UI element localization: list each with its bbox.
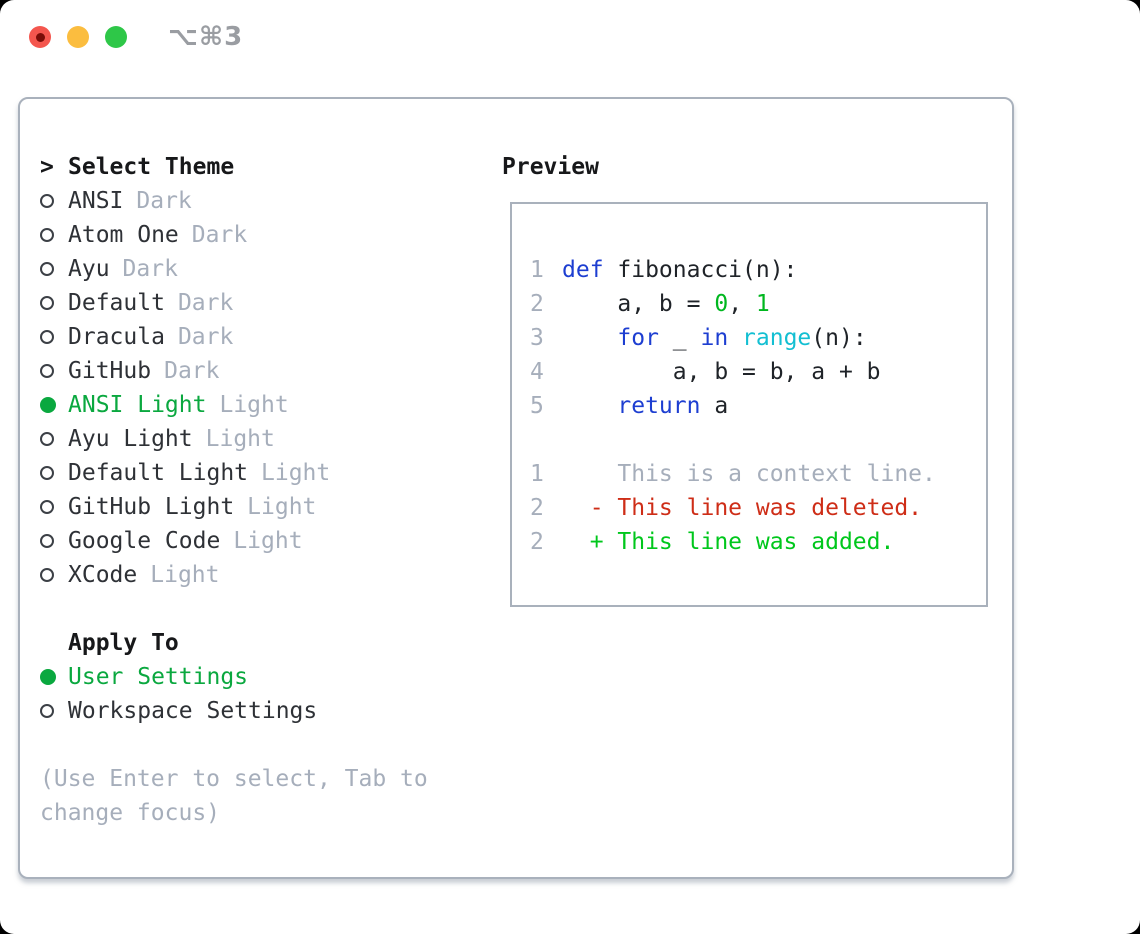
radio-icon [40,466,54,480]
code-line: 2 a, b = 0, 1 [530,287,986,321]
select-theme-heading: > Select Theme [40,150,480,184]
option-variant-badge: Dark [191,222,248,248]
line-number: 2 [530,291,544,317]
code-line: 2 - This line was deleted. [530,491,986,525]
theme-option-ansi-light[interactable]: ANSI Light Light [40,388,480,422]
code-line: 3 for _ in range(n): [530,321,986,355]
option-label: Ayu [68,256,110,282]
theme-option-dracula[interactable]: Dracula Dark [40,320,480,354]
theme-option-xcode[interactable]: XCode Light [40,558,480,592]
radio-icon [40,364,54,378]
option-label: GitHub [68,358,152,384]
option-label: Default [68,290,165,316]
option-label: ANSI [68,188,124,214]
spacer-row [40,728,480,762]
radio-selected-icon [40,397,56,413]
select-theme-title: Select Theme [68,154,235,180]
traffic-lights [29,26,127,48]
hint-text: (Use Enter to select, Tab to change focu… [40,766,428,826]
radio-selected-icon [40,669,56,685]
zoom-button[interactable] [105,26,127,48]
theme-option-github[interactable]: GitHub Dark [40,354,480,388]
spacer-row [40,592,480,626]
option-variant-badge: Dark [122,256,178,282]
focus-caret-icon: > [40,154,54,180]
option-variant-badge: Light [233,528,303,554]
option-label: Ayu Light [68,426,193,452]
radio-icon [40,262,54,276]
option-label: Google Code [68,528,221,554]
radio-icon [40,194,54,208]
theme-option-default[interactable]: Default Dark [40,286,480,320]
option-variant-badge: Dark [136,188,192,214]
line-number: 4 [530,359,544,385]
option-variant-badge: Light [247,494,317,520]
code-line: 5 return a [530,389,986,423]
radio-icon [40,296,54,310]
apply-to-heading: Apply To [40,626,480,660]
code-line: 2 + This line was added. [530,525,986,559]
option-variant-badge: Light [261,460,331,486]
option-variant-badge: Light [205,426,275,452]
option-label: Atom One [68,222,179,248]
theme-option-ansi[interactable]: ANSI Dark [40,184,480,218]
apply-option-workspace-settings[interactable]: Workspace Settings [40,694,480,728]
theme-option-ayu[interactable]: Ayu Dark [40,252,480,286]
option-label: Workspace Settings [68,698,318,724]
option-variant-badge: Light [219,392,289,418]
apply-to-title: Apply To [68,630,179,656]
option-label: Default Light [68,460,249,486]
option-label: GitHub Light [68,494,235,520]
line-number: 2 [530,529,544,555]
radio-icon [40,704,54,718]
theme-option-default-light[interactable]: Default Light Light [40,456,480,490]
apply-option-user-settings[interactable]: User Settings [40,660,480,694]
code-line [530,423,986,457]
option-variant-badge: Dark [164,358,220,384]
radio-icon [40,432,54,446]
line-number: 1 [530,461,544,487]
option-label: XCode [68,562,138,588]
theme-option-google-code[interactable]: Google Code Light [40,524,480,558]
close-button[interactable] [29,26,51,48]
window-shortcut-label: ⌥⌘3 [168,22,244,52]
line-number: 3 [530,325,544,351]
code-line: 1 This is a context line. [530,457,986,491]
radio-icon [40,500,54,514]
option-label: Dracula [68,324,165,350]
radio-icon [40,330,54,344]
radio-icon [40,228,54,242]
line-number: 5 [530,393,544,419]
minimize-button[interactable] [67,26,89,48]
radio-icon [40,568,54,582]
option-label: ANSI Light [68,392,207,418]
option-variant-badge: Light [150,562,220,588]
theme-option-ayu-light[interactable]: Ayu Light Light [40,422,480,456]
record-dot-icon [35,32,45,42]
line-number: 2 [530,495,544,521]
option-label: User Settings [68,664,249,690]
code-line: 4 a, b = b, a + b [530,355,986,389]
theme-option-atom-one[interactable]: Atom One Dark [40,218,480,252]
option-variant-badge: Dark [177,324,234,350]
line-number: 1 [530,257,544,283]
option-variant-badge: Dark [177,290,234,316]
theme-option-github-light[interactable]: GitHub Light Light [40,490,480,524]
radio-icon [40,534,54,548]
preview-heading: Preview [502,154,599,180]
